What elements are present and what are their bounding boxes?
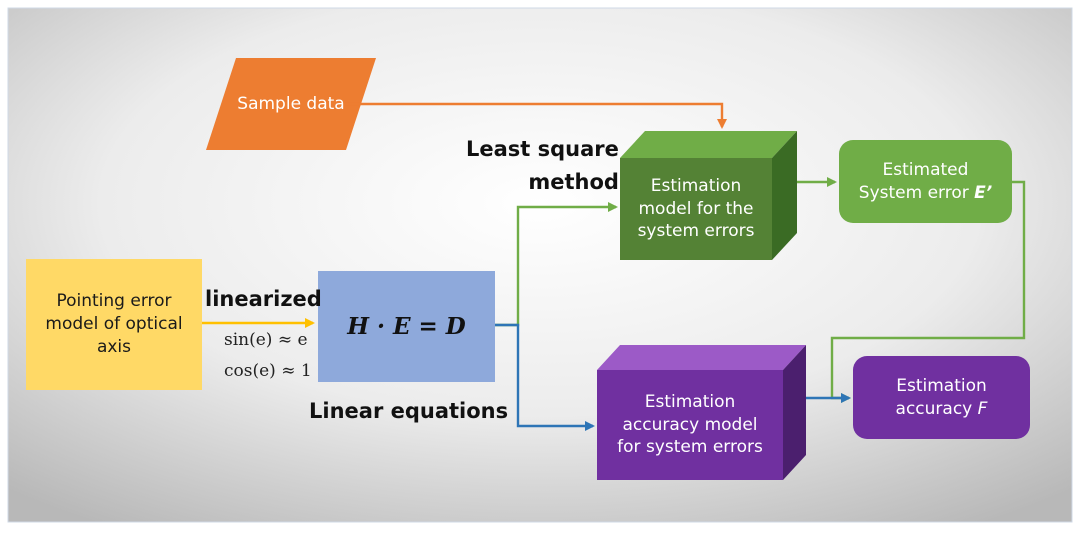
estimated-system-error-box <box>839 140 1012 223</box>
estimated-system-error-label: Estimated System error E’ <box>839 140 1012 223</box>
estimated-system-error-line2: System error E’ <box>859 182 992 205</box>
estimation-model-label: Estimation model for the system errors <box>637 175 755 242</box>
estimation-accuracy-line1: Estimation <box>896 375 987 396</box>
accuracy-model-label: Estimation accuracy model for system err… <box>617 391 763 458</box>
equation-label: H · E = D <box>347 312 466 340</box>
equation-to-purple-branch <box>495 323 595 431</box>
estimation-model-cube <box>620 131 797 260</box>
linearized-label: linearized <box>205 287 322 311</box>
estimation-accuracy-box <box>853 356 1030 439</box>
sample-to-model-arrow <box>345 102 727 129</box>
estimated-system-error-line1: Estimated <box>882 159 969 180</box>
estimated-system-error-symbol: E’ <box>974 182 993 203</box>
sin-approximation: sin(e) ≈ e <box>224 330 308 350</box>
estimation-accuracy-label: Estimation accuracy F <box>853 356 1030 439</box>
linear-equations-label: Linear equations <box>309 399 509 423</box>
accuracy-model-cube <box>597 345 806 480</box>
cos-approximation: cos(e) ≈ 1 <box>224 361 312 381</box>
estimation-accuracy-prefix: accuracy <box>895 398 978 419</box>
pointing-error-model-box <box>26 259 202 390</box>
estimation-accuracy-symbol: F <box>977 398 988 419</box>
least-square-method-label: Least square method <box>466 137 619 194</box>
pointing-error-model-label: Pointing error model of optical axis <box>45 291 183 357</box>
sample-data-label: Sample data <box>237 93 345 114</box>
equation-box <box>318 271 495 382</box>
estimated-system-error-prefix: System error <box>858 182 975 203</box>
estimation-accuracy-line2: accuracy F <box>896 398 988 421</box>
sample-data-shape <box>206 58 376 150</box>
